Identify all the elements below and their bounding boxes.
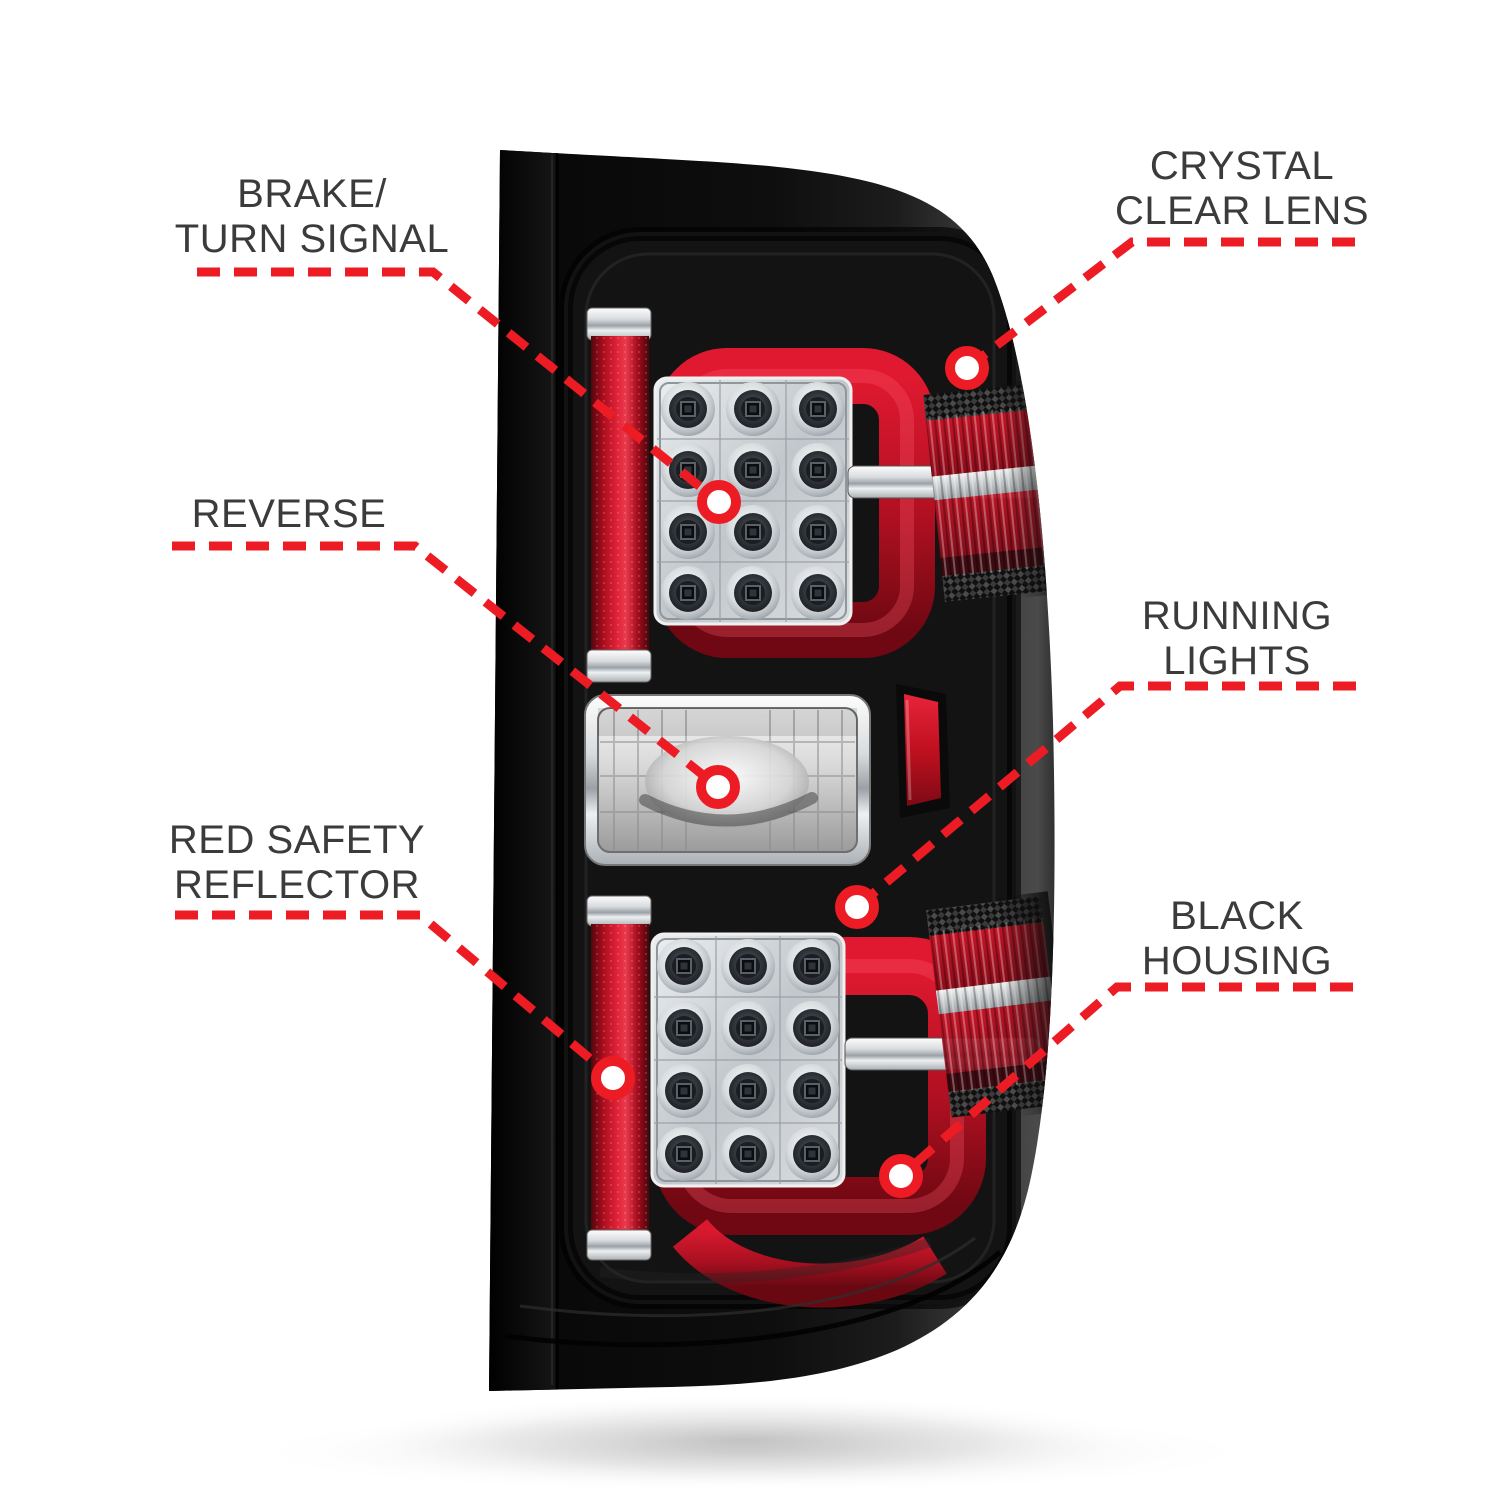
callout-line-housing xyxy=(898,982,1353,1180)
callout-dot-running xyxy=(835,885,879,929)
callout-line-running xyxy=(854,681,1356,911)
upper-reflector-cap-top xyxy=(586,307,652,341)
callout-label-running-lights: RUNNING LIGHTS xyxy=(1141,594,1333,683)
mounting-flange xyxy=(489,150,557,1391)
upper-running-light-lens xyxy=(923,377,1055,602)
callout-label-reverse: REVERSE xyxy=(191,492,387,536)
lower-led-array xyxy=(650,932,846,1188)
callout-line-reflector xyxy=(175,910,616,1082)
upper-lamp-section xyxy=(586,307,1055,683)
upper-reflector-cap-bottom xyxy=(586,649,652,683)
callout-label-black-housing: BLACK HOUSING xyxy=(1141,894,1333,983)
callout-label-brake-turn-signal: BRAKE/ TURN SIGNAL xyxy=(174,172,450,261)
callout-dot-lens xyxy=(945,346,989,390)
callout-dot-housing xyxy=(879,1154,923,1198)
housing-base xyxy=(504,1236,1002,1348)
callout-line-lens xyxy=(964,237,1355,372)
callout-dots xyxy=(591,346,989,1198)
callout-dot-brake xyxy=(697,480,741,524)
tail-light-assembly xyxy=(489,150,1055,1391)
side-marker-light xyxy=(896,684,950,818)
callout-dot-reflector xyxy=(591,1056,635,1100)
lower-reflector-cap-bottom xyxy=(586,1229,652,1261)
callout-lines xyxy=(172,237,1356,1180)
floor-reflection xyxy=(230,1394,1270,1494)
upper-led-array xyxy=(653,376,853,626)
callout-label-red-safety-reflector: RED SAFETY REFLECTOR xyxy=(168,818,426,907)
lower-reflector-cap-top xyxy=(586,895,652,927)
callout-dot-reverse xyxy=(696,765,740,809)
callout-label-crystal-clear-lens: CRYSTAL CLEAR LENS xyxy=(1115,144,1369,233)
callout-line-brake xyxy=(197,267,722,506)
callout-line-reverse xyxy=(172,541,721,791)
